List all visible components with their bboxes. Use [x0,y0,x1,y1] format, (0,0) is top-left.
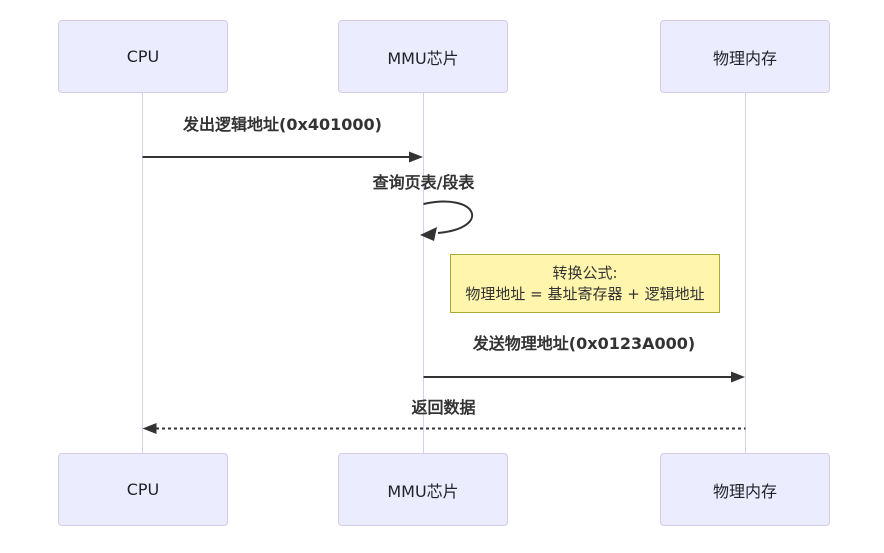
message-arrow-return-data [142,423,746,434]
message-label-physical-address: 发送物理地址(0x0123A000) [472,334,696,353]
actor-top-mmu: MMU芯片 [338,20,508,93]
message-arrow-logical-address [142,151,423,163]
note-line-formula: 物理地址 = 基址寄存器 + 逻辑地址 [465,284,705,303]
actor-bottom-memory: 物理内存 [660,453,830,526]
actor-label: CPU [126,480,160,499]
note-line-title: 转换公式: [552,263,618,282]
actor-top-cpu: CPU [58,20,228,93]
actor-label: CPU [126,47,160,66]
message-arrow-physical-address [423,371,745,383]
message-label-logical-address: 发出逻辑地址(0x401000) [183,115,382,134]
actor-label: MMU芯片 [387,481,459,501]
message-label-return-data: 返回数据 [411,398,476,417]
actor-bottom-cpu: CPU [58,453,228,526]
message-label-lookup-table: 查询页表/段表 [372,173,475,192]
actor-bottom-mmu: MMU芯片 [338,453,508,526]
actor-top-memory: 物理内存 [660,20,830,93]
actor-label: 物理内存 [712,48,777,68]
actor-label: 物理内存 [712,481,777,501]
self-loop-arrow-lookup-table [420,200,474,241]
actor-label: MMU芯片 [387,48,459,68]
note-translation-formula: 转换公式: 物理地址 = 基址寄存器 + 逻辑地址 [450,254,720,313]
